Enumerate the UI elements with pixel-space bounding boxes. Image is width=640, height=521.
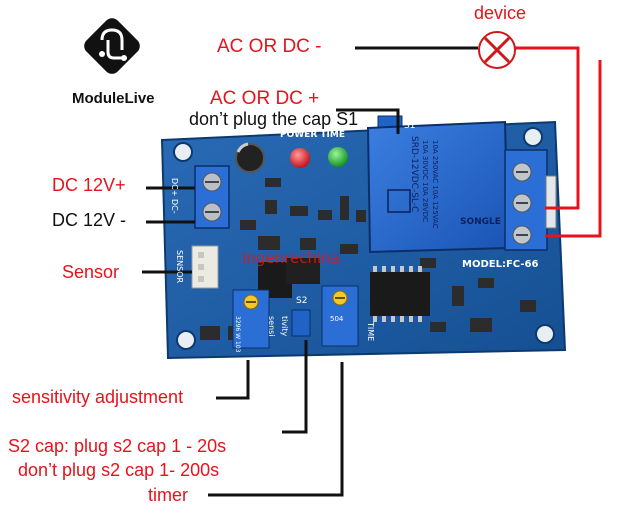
- s1-silk: S1: [404, 121, 416, 131]
- s2-cap-jumper[interactable]: [291, 309, 311, 337]
- dc-minus-label: DC 12V -: [52, 210, 127, 230]
- wire-sensitivity: [216, 360, 250, 400]
- timer-label: timer: [148, 485, 188, 505]
- relay-rating-2: 10A 30VDC 10A 28VDC: [421, 140, 429, 223]
- wire-ac-dc-plus: [336, 108, 400, 134]
- pot-left-marking: 3296 W 103: [234, 316, 241, 353]
- s2-silk: S2: [296, 296, 308, 306]
- tivity-silk: tivity: [280, 316, 289, 337]
- sensor-connector: [191, 245, 219, 289]
- timer-potentiometer[interactable]: [321, 285, 359, 347]
- black-wires: [142, 46, 478, 497]
- relay-rating-1: 10A 250VAC 10A 125VAC: [431, 140, 439, 229]
- wire-s2: [282, 340, 308, 434]
- s2-noplug-label: don’t plug s2 cap 1- 200s: [18, 460, 220, 480]
- sensi-silk: sensi: [267, 316, 276, 337]
- red-wires: [515, 46, 602, 238]
- ac-dc-minus-label: AC OR DC -: [217, 36, 322, 57]
- mounting-hole: [176, 330, 196, 350]
- wire-device-to-com: [515, 46, 580, 210]
- sensor-label: Sensor: [62, 262, 120, 282]
- relay-model: SRD-12VDC-SL-C: [409, 136, 419, 213]
- dc-terminal-block: [194, 165, 230, 229]
- model-silk: MODEL:FC-66: [462, 259, 539, 270]
- brand-name: ModuleLive: [72, 90, 155, 107]
- power-time-silk: POWER TIME: [280, 130, 345, 140]
- transistor: [286, 258, 320, 284]
- sensor-silk: SENSOR: [175, 250, 184, 284]
- sensitivity-label: sensitivity adjustment: [12, 387, 184, 407]
- sensitivity-potentiometer[interactable]: [232, 289, 270, 349]
- capacitor: [235, 142, 265, 173]
- wire-no: [545, 60, 602, 238]
- mounting-hole: [523, 127, 543, 147]
- wire-timer: [208, 362, 344, 497]
- relay-brand: SONGLE: [460, 217, 501, 227]
- relay-terminal-block: [504, 149, 557, 251]
- power-led: [290, 148, 310, 168]
- time-silk: TIME: [366, 322, 375, 342]
- ac-dc-plus-label: AC OR DC +: [210, 88, 320, 109]
- mounting-hole: [535, 324, 555, 344]
- s2-plug-label: S2 cap: plug s2 cap 1 - 20s: [8, 436, 227, 456]
- pot-right-marking: 504: [330, 315, 344, 323]
- watermark: Ingenrechina: [242, 249, 340, 267]
- dc-pins-silk: DC+ DC-: [170, 178, 179, 214]
- device-label: device: [474, 3, 527, 23]
- mounting-hole: [173, 142, 193, 162]
- smd-components: [200, 178, 536, 340]
- time-led: [328, 147, 348, 167]
- modulelive-logo-icon: [84, 18, 140, 74]
- ic-chip: [370, 266, 430, 322]
- device-lamp-icon: [478, 31, 516, 69]
- dc-plus-label: DC 12V+: [52, 175, 126, 195]
- s1-note-label: don’t plug the cap S1: [189, 109, 359, 129]
